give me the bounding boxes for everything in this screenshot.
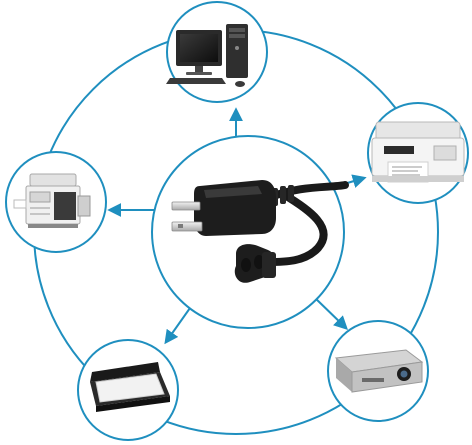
printer-icon xyxy=(371,121,465,183)
device-node-desktop xyxy=(166,1,268,103)
desktop-computer-icon xyxy=(166,24,248,87)
arrow-to-scanner xyxy=(164,307,191,345)
hub-node xyxy=(151,135,349,329)
scanner-icon xyxy=(90,362,170,412)
device-node-copier xyxy=(5,151,107,253)
device-node-projector xyxy=(327,320,429,422)
device-node-printer xyxy=(367,102,469,204)
arrow-to-projector xyxy=(312,295,349,330)
copier-icon xyxy=(13,173,91,228)
device-node-scanner xyxy=(77,339,179,441)
projector-icon xyxy=(334,349,424,393)
power-cord-icon xyxy=(171,180,349,283)
